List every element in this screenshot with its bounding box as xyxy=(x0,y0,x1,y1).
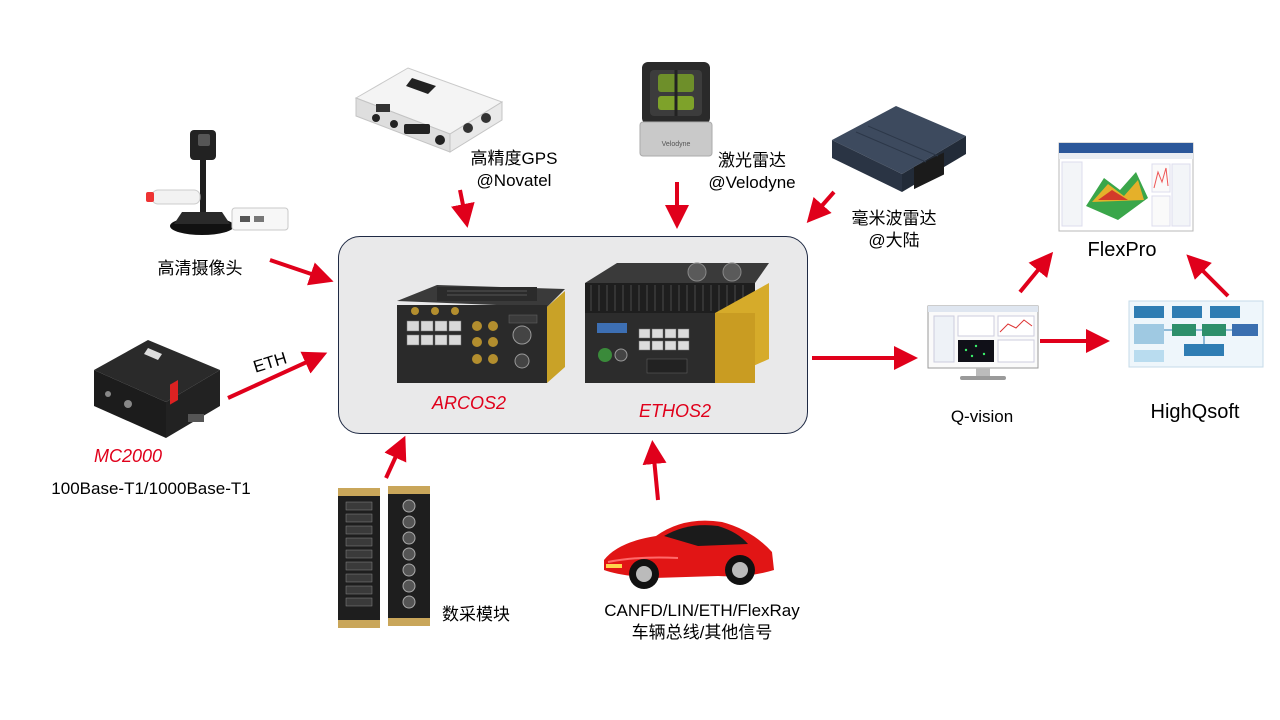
highqsoft-screen-image xyxy=(1128,300,1264,368)
lidar-image: Velodyne xyxy=(639,62,713,157)
arrow-daq-to-hub xyxy=(384,435,407,479)
ethos2-label: ETHOS2 xyxy=(638,401,712,421)
bus-label-line2: 车辆总线/其他信号 xyxy=(631,623,773,642)
lidar-label-line1: 激光雷达 xyxy=(718,151,786,170)
flexpro-label: FlexPro xyxy=(1087,239,1157,261)
arrow-vehicle-to-hub xyxy=(642,440,667,501)
arcos2-device-image xyxy=(397,285,565,383)
camera-image xyxy=(146,130,289,235)
mc2000-desc: 100Base-T1/1000Base-T1 xyxy=(51,479,251,498)
vehicle-image xyxy=(604,520,774,589)
arcos2-label: ARCOS2 xyxy=(431,393,507,413)
mc2000-image xyxy=(94,340,220,438)
lidar-label-line2: @Velodyne xyxy=(708,173,796,192)
gps-label-line1: 高精度GPS xyxy=(470,149,558,168)
bus-label-line1: CANFD/LIN/ETH/FlexRay xyxy=(604,601,800,620)
arrow-highqsoft-to-flexpro xyxy=(1186,254,1230,298)
radar-label-line1: 毫米波雷达 xyxy=(851,209,937,228)
arrow-camera-to-hub xyxy=(269,258,334,286)
daq-module-image xyxy=(338,486,430,628)
arrow-qvision-to-flexpro xyxy=(1018,251,1054,294)
logger-hub-panel: ARCOS2 ETHOS2 xyxy=(338,236,808,434)
eth-edge-label: ETH xyxy=(250,348,290,377)
highqsoft-label: HighQsoft xyxy=(1150,401,1240,423)
gps-label-line2: @Novatel xyxy=(476,171,552,190)
radar-label-line2: @大陆 xyxy=(868,231,920,250)
flexpro-screen-image xyxy=(1058,142,1194,232)
mc2000-label: MC2000 xyxy=(93,446,163,466)
ethos2-device-image xyxy=(585,262,769,383)
qvision-label: Q-vision xyxy=(950,407,1014,426)
radar-image xyxy=(832,106,966,192)
lidar-brand-mark: Velodyne xyxy=(662,141,691,148)
camera-label: 高清摄像头 xyxy=(157,259,243,278)
gps-receiver-image xyxy=(354,67,504,153)
qvision-screen-image xyxy=(927,305,1039,380)
arrow-gps-to-hub xyxy=(451,189,475,228)
daq-label: 数采模块 xyxy=(442,605,510,624)
